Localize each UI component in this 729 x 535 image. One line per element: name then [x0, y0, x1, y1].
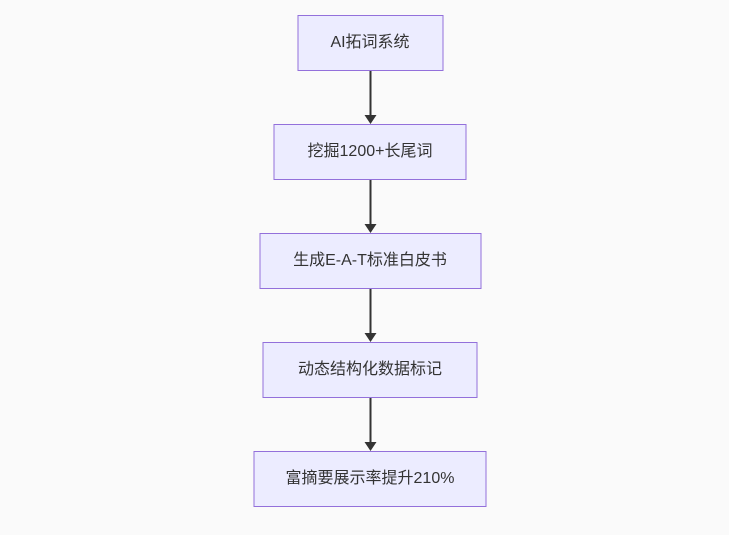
- flowchart: AI拓词系统 挖掘1200+长尾词 生成E-A-T标准白皮书 动态结构化数据标记: [253, 15, 487, 507]
- flow-arrow-2: [363, 180, 377, 233]
- flow-arrow-1: [363, 71, 377, 124]
- arrowhead-down-icon: [364, 224, 376, 233]
- flow-node-rich-snippet-result: 富摘要展示率提升210%: [253, 451, 487, 507]
- flow-node-ai-expansion-system: AI拓词系统: [297, 15, 443, 71]
- arrow-line: [369, 71, 371, 121]
- node-label: 挖掘1200+长尾词: [307, 143, 433, 160]
- flow-node-eat-whitepaper: 生成E-A-T标准白皮书: [259, 233, 481, 289]
- flow-arrow-4: [363, 398, 377, 451]
- arrow-line: [369, 180, 371, 230]
- arrow-line: [369, 289, 371, 339]
- flow-arrow-3: [363, 289, 377, 342]
- flow-node-structured-data-markup: 动态结构化数据标记: [262, 342, 478, 398]
- node-label: 富摘要展示率提升210%: [285, 470, 455, 487]
- node-label: 生成E-A-T标准白皮书: [293, 252, 447, 269]
- arrowhead-down-icon: [364, 115, 376, 124]
- node-label: AI拓词系统: [330, 34, 410, 51]
- arrowhead-down-icon: [364, 442, 376, 451]
- flow-node-longtail-mining: 挖掘1200+长尾词: [273, 124, 467, 180]
- node-label: 动态结构化数据标记: [297, 361, 442, 378]
- arrowhead-down-icon: [364, 333, 376, 342]
- arrow-line: [369, 398, 371, 448]
